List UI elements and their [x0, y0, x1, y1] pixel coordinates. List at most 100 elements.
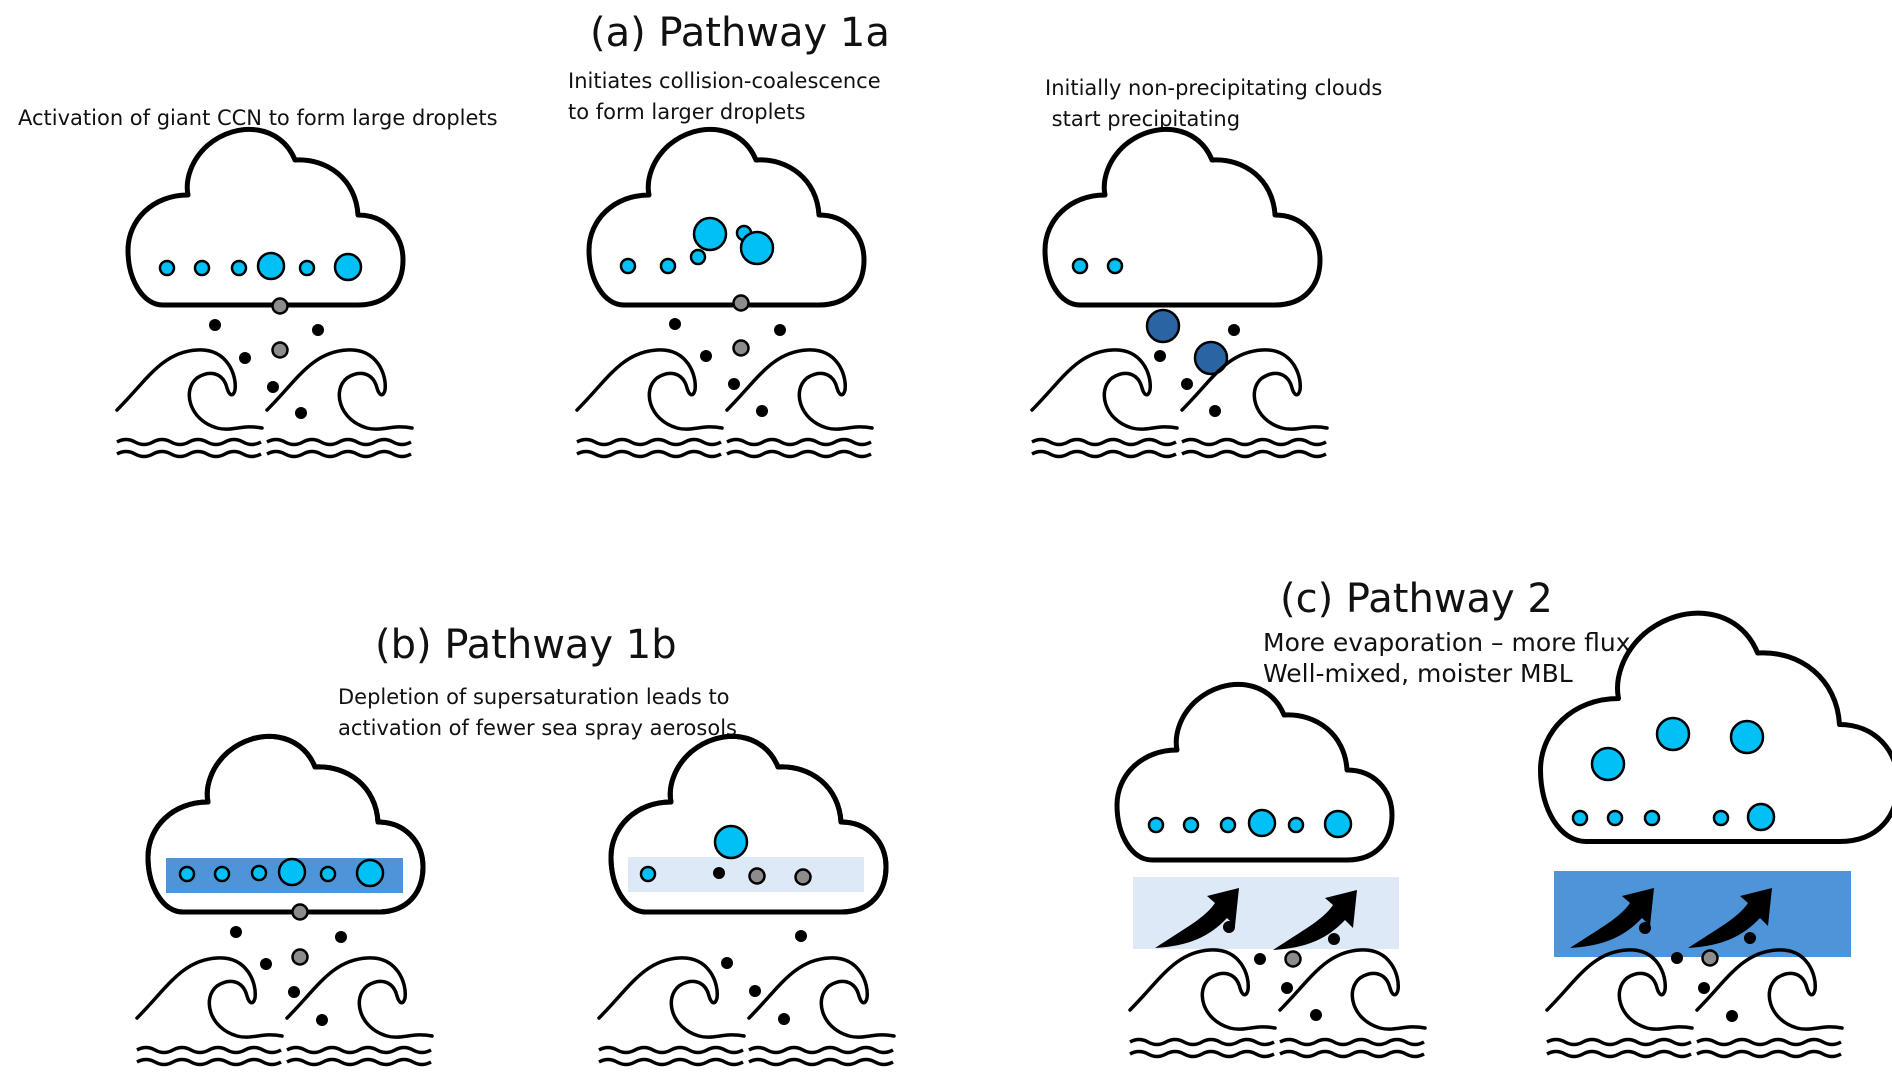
water-line	[1031, 449, 1177, 459]
water-line	[1279, 1049, 1425, 1059]
panel-c-right-arrow-1	[1570, 888, 1654, 948]
droplet-icon	[659, 257, 677, 275]
panel-c-left-arrow-2	[1273, 890, 1357, 950]
panel-b-right-cloud-outline	[608, 734, 889, 915]
wave-crest	[135, 956, 284, 1039]
wave-crest	[1128, 948, 1277, 1031]
droplet-icon	[230, 259, 248, 277]
aerosol-black-icon	[260, 958, 272, 970]
panel-a-step3-caption: Initially non-precipitating clouds start…	[1045, 76, 1383, 131]
rain-drop-icon	[1193, 340, 1229, 376]
cloud-outline	[145, 734, 426, 915]
droplet-icon	[277, 857, 307, 887]
aerosol-black-icon	[756, 405, 768, 417]
aerosol-black-icon	[1639, 922, 1651, 934]
water-line	[1129, 1049, 1275, 1059]
panel-a-step2-caption: Initiates collision-coalescence to form …	[568, 69, 881, 124]
aerosol-grey-icon	[732, 294, 750, 312]
panel-b-left-cloud-outline	[145, 734, 426, 915]
aerosol-black-icon	[795, 930, 807, 942]
droplet-icon	[319, 865, 337, 883]
aerosol-grey-icon	[732, 339, 750, 357]
aerosol-grey-icon	[1701, 949, 1719, 967]
arrow-icon	[1155, 888, 1239, 948]
droplet-icon	[1147, 816, 1165, 834]
droplet-icon	[639, 865, 657, 883]
aerosol-black-icon	[1310, 1009, 1322, 1021]
cloud-icon	[1042, 127, 1323, 308]
arrow-icon	[1273, 890, 1357, 950]
aerosol-black-icon	[1698, 982, 1710, 994]
aerosol-black-icon	[1671, 952, 1683, 964]
wave-crest	[725, 348, 874, 431]
wave-crest	[285, 956, 434, 1039]
water-line	[748, 1045, 894, 1055]
aerosol-black-icon	[721, 957, 733, 969]
aerosol-black-icon	[1181, 378, 1193, 390]
droplet-icon	[1590, 746, 1626, 782]
water-line	[136, 1045, 282, 1055]
droplet-icon	[1571, 809, 1589, 827]
aerosol-black-icon	[728, 378, 740, 390]
wave-crest	[1545, 948, 1694, 1031]
panel-c-title: (c) Pathway 2	[1280, 576, 1553, 622]
aerosol-grey-icon	[291, 903, 309, 921]
droplet-icon	[689, 248, 707, 266]
droplet-icon	[298, 259, 316, 277]
arrow-icon	[1688, 888, 1772, 948]
panel-c-right-ocean-left	[1545, 948, 1694, 1059]
panel-b-left-ocean-right	[285, 956, 434, 1067]
water-line	[1696, 1037, 1842, 1047]
water-line	[1181, 437, 1327, 447]
wave-crest	[597, 956, 746, 1039]
droplet-icon	[1655, 716, 1691, 752]
water-line	[1696, 1049, 1842, 1059]
water-line	[1546, 1037, 1692, 1047]
aerosol-grey-icon	[271, 341, 289, 359]
aerosol-black-icon	[713, 867, 725, 879]
aerosol-black-icon	[239, 352, 251, 364]
cloud-outline	[608, 734, 889, 915]
supersaturation-band-low	[628, 857, 864, 892]
panel-a-step3-cloud	[1042, 127, 1323, 308]
droplet-icon	[619, 257, 637, 275]
aerosol-black-icon	[267, 381, 279, 393]
aerosol-black-icon	[1223, 921, 1235, 933]
aerosol-black-icon	[778, 1013, 790, 1025]
water-line	[1031, 437, 1177, 447]
water-line	[136, 1057, 282, 1067]
wave-crest	[1278, 948, 1427, 1031]
water-line	[266, 437, 412, 447]
aerosol-grey-icon	[1284, 950, 1302, 968]
water-line	[116, 449, 262, 459]
droplet-icon	[1323, 809, 1353, 839]
aerosol-black-icon	[335, 931, 347, 943]
droplet-icon	[1606, 809, 1624, 827]
panel-a-step1-caption: Activation of giant CCN to form large dr…	[18, 106, 498, 130]
cloud-icon	[1114, 682, 1395, 863]
water-line	[576, 437, 722, 447]
water-line	[1181, 449, 1327, 459]
droplet-icon	[355, 858, 385, 888]
droplet-icon	[713, 824, 749, 860]
aerosol-black-icon	[316, 1014, 328, 1026]
wave-crest	[747, 956, 896, 1039]
droplet-icon	[1712, 809, 1730, 827]
water-line	[266, 449, 412, 459]
water-line	[116, 437, 262, 447]
water-line	[598, 1045, 744, 1055]
wave-crest	[1695, 948, 1844, 1031]
panel-a-step1-cloud	[125, 127, 406, 308]
water-line	[726, 437, 872, 447]
water-line	[726, 449, 872, 459]
panel-a-step1-ocean-right	[265, 348, 414, 459]
droplet-icon	[158, 259, 176, 277]
droplet-icon	[1106, 257, 1124, 275]
panel-c-caption: More evaporation – more flux Well-mixed,…	[1263, 628, 1631, 688]
wave-crest	[575, 348, 724, 431]
aerosol-grey-icon	[271, 297, 289, 315]
water-line	[748, 1057, 894, 1067]
aerosol-black-icon	[1254, 953, 1266, 965]
panel-b-caption: Depletion of supersaturation leads to ac…	[338, 685, 737, 740]
